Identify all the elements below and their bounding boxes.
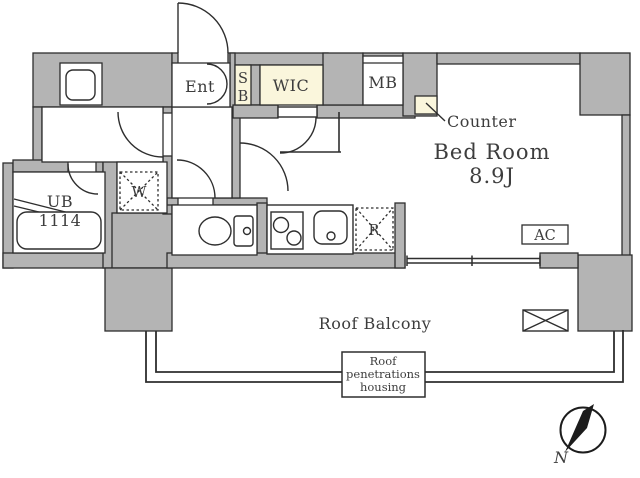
wall-top-right-block xyxy=(579,52,631,116)
wall-right xyxy=(621,114,631,258)
wall-toilet-kitchen xyxy=(256,202,268,256)
wall-left-lower xyxy=(2,162,14,269)
unit-bath-size-label: 1114 xyxy=(39,211,82,230)
box-wic xyxy=(259,64,324,106)
hall-door-arc xyxy=(239,142,289,192)
balcony xyxy=(145,309,624,398)
wic-label: WIC xyxy=(273,76,310,95)
washer-label: W xyxy=(132,185,147,201)
wall-pillar xyxy=(104,267,173,332)
box-counter xyxy=(414,95,438,115)
bedroom-name-label: Bed Room xyxy=(434,140,551,164)
wall-washroom-left xyxy=(32,106,43,164)
wall-ub-bottom xyxy=(2,252,106,269)
roof-housing-label-2: penetrations xyxy=(346,367,420,381)
entrance-door-arc xyxy=(177,2,229,54)
counter-label: Counter xyxy=(447,112,517,131)
bathtub-icon xyxy=(16,211,102,250)
fridge-x1 xyxy=(355,207,394,251)
shoebox-door-arc-bottom xyxy=(206,83,228,105)
basin-icon xyxy=(65,69,96,101)
compass-needle-icon xyxy=(565,404,594,452)
toilet-bowl-icon xyxy=(198,216,232,246)
faucet-icon xyxy=(326,231,336,241)
burner-icon-2 xyxy=(286,230,302,246)
box-ac xyxy=(521,224,569,245)
wall-bedroom-top xyxy=(436,52,581,65)
counter-leader-line xyxy=(425,102,446,122)
shoebox-label-b: B xyxy=(238,89,249,105)
ac-label: AC xyxy=(533,228,556,244)
wall-bedroom-bottom-right xyxy=(539,252,579,269)
compass-north-label: N xyxy=(553,448,569,467)
wall-bottom-right-block xyxy=(577,254,633,332)
box-shoe xyxy=(234,64,252,106)
toilet-knob-icon xyxy=(242,226,252,236)
wall-below-laundry xyxy=(111,212,173,269)
bedroom-size-label: 8.9J xyxy=(469,164,515,188)
dotted-appliances xyxy=(119,171,394,251)
unit-bath-label: UB xyxy=(47,192,73,211)
meter-box-label: MB xyxy=(368,73,397,92)
wall-band-below-wic-right xyxy=(316,104,416,119)
wall-band-below-wic-left xyxy=(232,104,279,119)
washroom-door-arc xyxy=(117,111,164,158)
roof-housing-box xyxy=(341,351,426,398)
entrance-label: Ent xyxy=(185,77,215,96)
compass-circle xyxy=(559,406,607,454)
box-meter xyxy=(362,55,404,106)
wall-band-above-closets xyxy=(227,52,329,66)
washer-x2 xyxy=(119,171,159,211)
burner-icon-1 xyxy=(272,216,290,234)
wall-window-stub xyxy=(394,202,406,269)
roof-housing-label-3: housing xyxy=(360,380,407,394)
toilet-door-arc xyxy=(176,159,216,199)
fridge-label: R xyxy=(369,223,381,239)
wall-wic-mb-block xyxy=(322,52,364,106)
sliding-window xyxy=(406,255,541,266)
wic-door-leaf xyxy=(277,106,318,118)
shoebox-label-s: S xyxy=(238,71,248,87)
compass: N xyxy=(553,404,607,467)
fridge-x2 xyxy=(355,207,394,251)
balcony-hatch-x2 xyxy=(522,309,569,332)
sink-icon xyxy=(313,210,348,245)
roof-housing-label-1: Roof xyxy=(370,354,398,368)
bath-door-arc xyxy=(67,163,99,195)
labels: Ent S B WIC MB Counter Bed Room 8.9J AC … xyxy=(39,71,556,394)
wic-door-arc xyxy=(279,116,317,154)
wall-toilet-stub-left xyxy=(166,197,179,206)
room-corridor xyxy=(171,106,233,199)
wall-corridor-right xyxy=(231,111,241,199)
fixtures xyxy=(13,69,354,255)
balcony-label: Roof Balcony xyxy=(319,314,432,333)
wall-washroom-door-stub-top xyxy=(162,106,173,114)
door-swings xyxy=(67,2,318,199)
shoebox-door-arc-top xyxy=(206,63,228,85)
